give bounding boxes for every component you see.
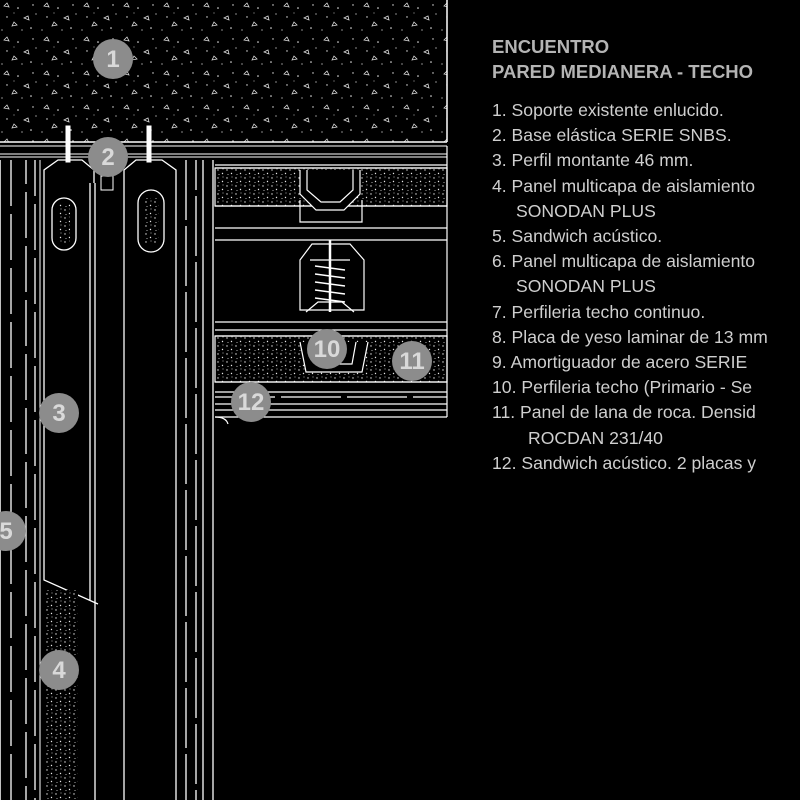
legend-item: 9. Amortiguador de acero SERIE [492, 352, 748, 373]
legend-item: 5. Sandwich acústico. [492, 226, 663, 247]
svg-text:11: 11 [399, 348, 424, 375]
legend-item: 7. Perfileria techo continuo. [492, 301, 706, 322]
legend-item: 10. Perfileria techo (Primario - Se [492, 377, 753, 398]
callout-11: 11 [392, 341, 432, 381]
legend-item: 8. Placa de yeso laminar de 13 mm [492, 326, 768, 347]
callout-10: 10 [307, 329, 347, 369]
legend-item: 1. Soporte existente enlucido. [492, 100, 724, 120]
callout-4: 4 [39, 650, 79, 690]
svg-text:3: 3 [52, 400, 65, 427]
title-line-2: PARED MEDIANERA - TECHO [492, 61, 754, 82]
svg-text:1: 1 [106, 46, 119, 73]
elastic-base [0, 125, 447, 191]
legend-item: 3. Perfil montante 46 mm. [492, 150, 694, 171]
callout-3: 3 [39, 393, 79, 433]
legend-item: 12. Sandwich acústico. 2 placas y [492, 452, 757, 473]
svg-text:12: 12 [238, 389, 265, 416]
legend-item: 2. Base elástica SERIE SNBS. [492, 125, 732, 146]
multilayer-insulation-panel [44, 198, 159, 800]
svg-text:10: 10 [314, 336, 341, 363]
svg-text:4: 4 [52, 657, 66, 684]
svg-text:2: 2 [101, 144, 114, 171]
callout-2: 2 [88, 137, 128, 177]
concrete-slab [0, 0, 448, 147]
sandwich-acoustic-wall [0, 160, 41, 800]
title-line-1: ENCUENTRO [492, 36, 610, 57]
callout-1: 1 [93, 39, 133, 79]
steel-stud [43, 160, 214, 800]
callout-12: 12 [231, 382, 271, 422]
legend-panel: ENCUENTRO PARED MEDIANERA - TECHO 1. Sop… [492, 34, 800, 794]
svg-text:5: 5 [0, 518, 13, 545]
legend-list: 1. Soporte existente enlucido. 2. Base e… [492, 98, 800, 476]
callout-5: 5 [0, 511, 26, 551]
